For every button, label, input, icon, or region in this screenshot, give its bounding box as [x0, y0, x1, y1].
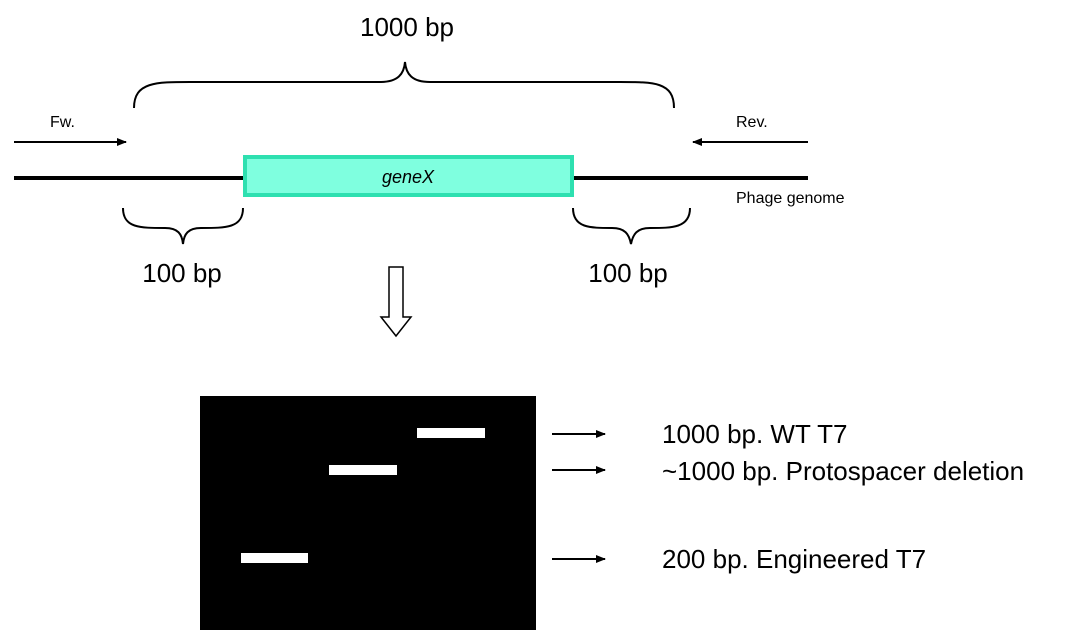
total-length-label: 1000 bp	[360, 12, 454, 42]
forward-primer-label: Fw.	[50, 114, 75, 131]
band-label-wt: 1000 bp. WT T7	[662, 419, 847, 449]
reverse-primer-label: Rev.	[736, 114, 768, 131]
total-length-brace	[133, 61, 675, 109]
result-down-arrow	[379, 266, 413, 338]
gel-band-protospacer-deletion	[329, 465, 397, 475]
gel-image	[200, 396, 536, 630]
band-label-engineered: 200 bp. Engineered T7	[662, 544, 926, 574]
gene-box	[243, 155, 574, 197]
left-flank-label: 100 bp	[142, 258, 222, 288]
gel-band-wt	[417, 428, 485, 438]
gene-label: geneX	[382, 167, 435, 187]
genome-label: Phage genome	[736, 190, 845, 207]
right-flank-label: 100 bp	[588, 258, 668, 288]
gel-band-engineered	[241, 553, 308, 563]
band-label-protospacer-deletion: ~1000 bp. Protospacer deletion	[662, 456, 1024, 486]
right-flank-brace	[572, 207, 691, 245]
left-flank-brace	[122, 207, 244, 245]
